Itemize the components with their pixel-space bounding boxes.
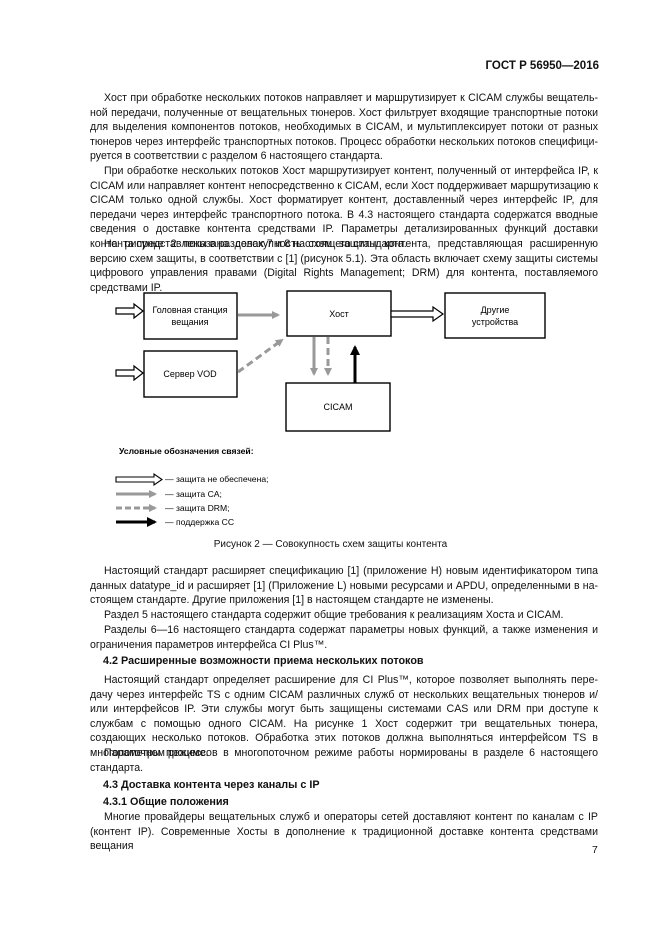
paragraph-1: Хост при обработке нескольких потоков на… bbox=[90, 92, 598, 163]
section-4-3-1-heading: 4.3.1 Общие положения bbox=[103, 796, 229, 808]
host-box bbox=[286, 290, 392, 337]
section-4-3-heading: 4.3 Доставка контента через каналы с IP bbox=[103, 779, 320, 791]
legend-title: Условные обозначения связей: bbox=[119, 446, 254, 456]
standard-header: ГОСТ Р 56950—2016 bbox=[485, 60, 599, 72]
cicam-label: CICAM bbox=[324, 402, 353, 412]
legend-item-drm: — защита DRM; bbox=[165, 503, 230, 513]
vod-server-label: Сервер VOD bbox=[163, 369, 217, 379]
legend-item-ca: — защита CA; bbox=[165, 489, 222, 499]
paragraph-9: Многие провайдеры вещательных служб и оп… bbox=[90, 811, 598, 853]
vod-server-box bbox=[143, 350, 238, 398]
legend-item-cc: — поддержка CC bbox=[165, 517, 234, 527]
paragraph-5: Раздел 5 настоящего стандарта содержит о… bbox=[104, 609, 564, 621]
paragraph-7: Настоящий стандарт определяет расширение… bbox=[90, 674, 598, 759]
section-4-2-heading: 4.2 Расширенные возможности приема неско… bbox=[103, 655, 424, 667]
paragraph-2: При обработке нескольких потоков Хост ма… bbox=[90, 165, 598, 250]
paragraph-8: Параметры процессов в многопоточном режи… bbox=[90, 747, 598, 774]
figure-caption: Рисунок 2 — Совокупность схем защиты кон… bbox=[213, 539, 448, 550]
legend-item-no-protection: — защита не обеспечена; bbox=[165, 474, 269, 484]
headend-label-1: Головная станция bbox=[152, 305, 227, 315]
page-number: 7 bbox=[592, 844, 598, 856]
vod-input-hollow-arrow bbox=[115, 364, 144, 382]
host-output-hollow-arrow bbox=[390, 305, 445, 323]
legend-hollow-arrow bbox=[115, 472, 163, 487]
input-hollow-arrow bbox=[115, 302, 144, 320]
other-devices-label-2: устройства bbox=[472, 317, 518, 327]
host-label: Хост bbox=[329, 309, 349, 319]
drm-arrow-vod-host bbox=[237, 338, 284, 374]
headend-label-2: вещания bbox=[172, 317, 209, 327]
other-devices-box bbox=[444, 292, 546, 339]
paragraph-4: Настоящий стандарт расширяет спецификаци… bbox=[90, 565, 598, 607]
other-devices-label-1: Другие bbox=[481, 305, 510, 315]
protection-schemes-figure: Головная станция вещания Хост Другие уст… bbox=[115, 290, 546, 527]
cicam-box bbox=[285, 382, 391, 432]
paragraph-6: Разделы 6—16 настоящего стандарта содерж… bbox=[90, 624, 598, 651]
headend-box bbox=[143, 292, 238, 340]
paragraph-3: На рисунке 2 показана совокупность схем … bbox=[90, 238, 598, 294]
